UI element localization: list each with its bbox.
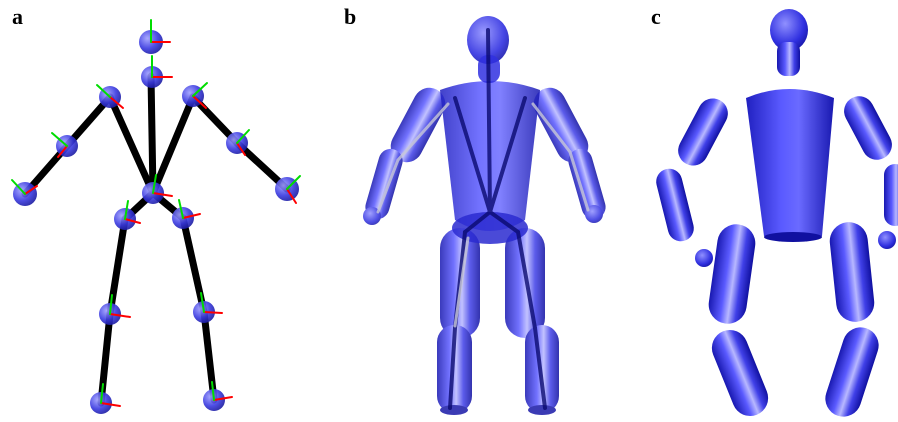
segment-left-hand: [695, 249, 713, 267]
segment-left-forearm: [653, 166, 696, 244]
panel-c-segments: [653, 9, 898, 421]
segment-right-upper-arm: [839, 91, 897, 165]
skeleton-joints: [13, 30, 299, 414]
segment-right-hand: [878, 231, 896, 249]
segment-left-thigh: [706, 222, 758, 326]
segment-right-thigh: [828, 220, 876, 323]
skeleton-bones: [25, 76, 287, 403]
panel-a-skeleton: [12, 20, 300, 414]
joint-axes: [12, 20, 300, 406]
segment-neck: [777, 42, 800, 76]
segment-left-upper-arm: [673, 93, 733, 171]
panel-b-body: [363, 16, 609, 415]
segment-torso: [746, 89, 834, 239]
segment-left-shin: [706, 325, 773, 422]
segment-right-shin: [821, 323, 884, 422]
segment-right-forearm: [884, 164, 898, 226]
